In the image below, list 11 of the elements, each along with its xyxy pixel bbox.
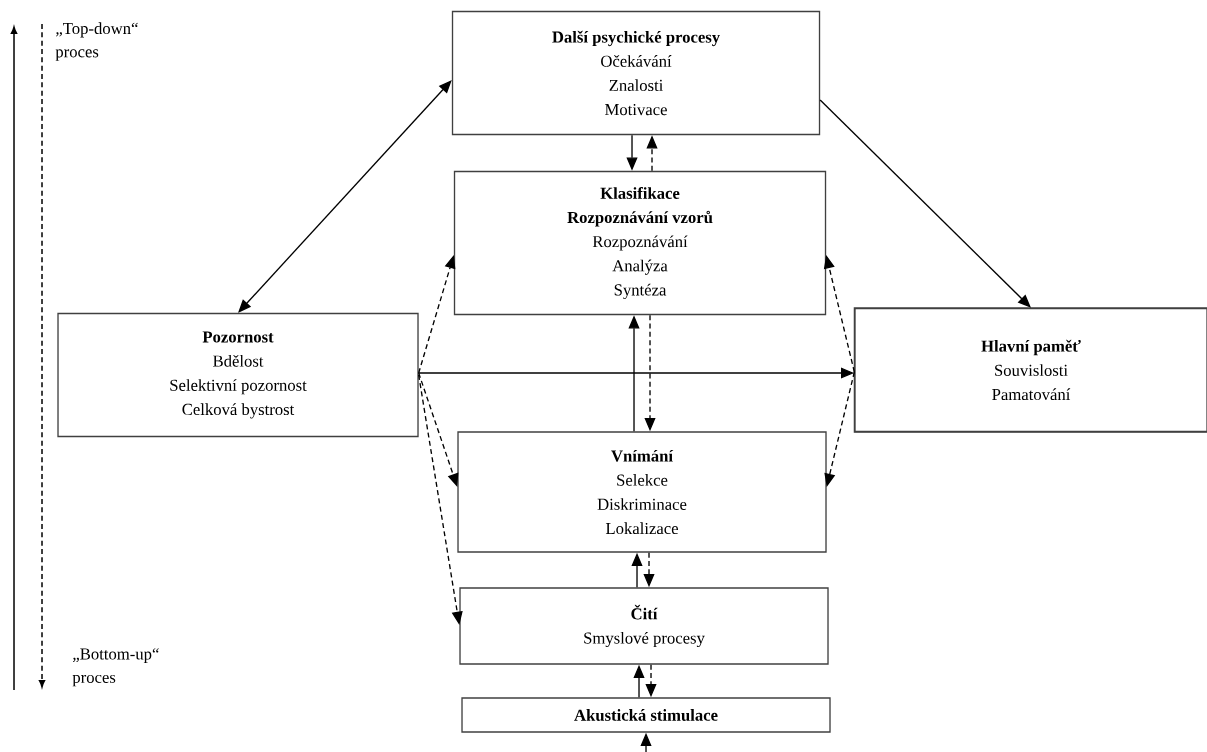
arrow <box>819 99 1031 308</box>
process-box: Pozornost Bdělost Selektivní pozornost Celková bystrost <box>57 312 419 438</box>
arrow <box>238 80 452 313</box>
process-box: Vnímání Selekce Diskriminace Lokalizace <box>457 431 827 553</box>
direction-label: „Top-down“ proces <box>55 22 138 61</box>
direction-label: „Bottom-up“ proces <box>72 648 159 687</box>
process-box: Klasifikace Rozpoznávání vzorů Rozpoznávání Analýza Syntéza <box>453 170 827 316</box>
process-box: Hlavní paměť Souvislosti Pamatování <box>853 307 1207 433</box>
process-box: Další psychické procesy Očekávání Znalosti Motivace <box>451 10 821 136</box>
process-box: Čití Smyslové procesy <box>459 587 829 665</box>
process-box: Akustická stimulace <box>461 697 831 733</box>
